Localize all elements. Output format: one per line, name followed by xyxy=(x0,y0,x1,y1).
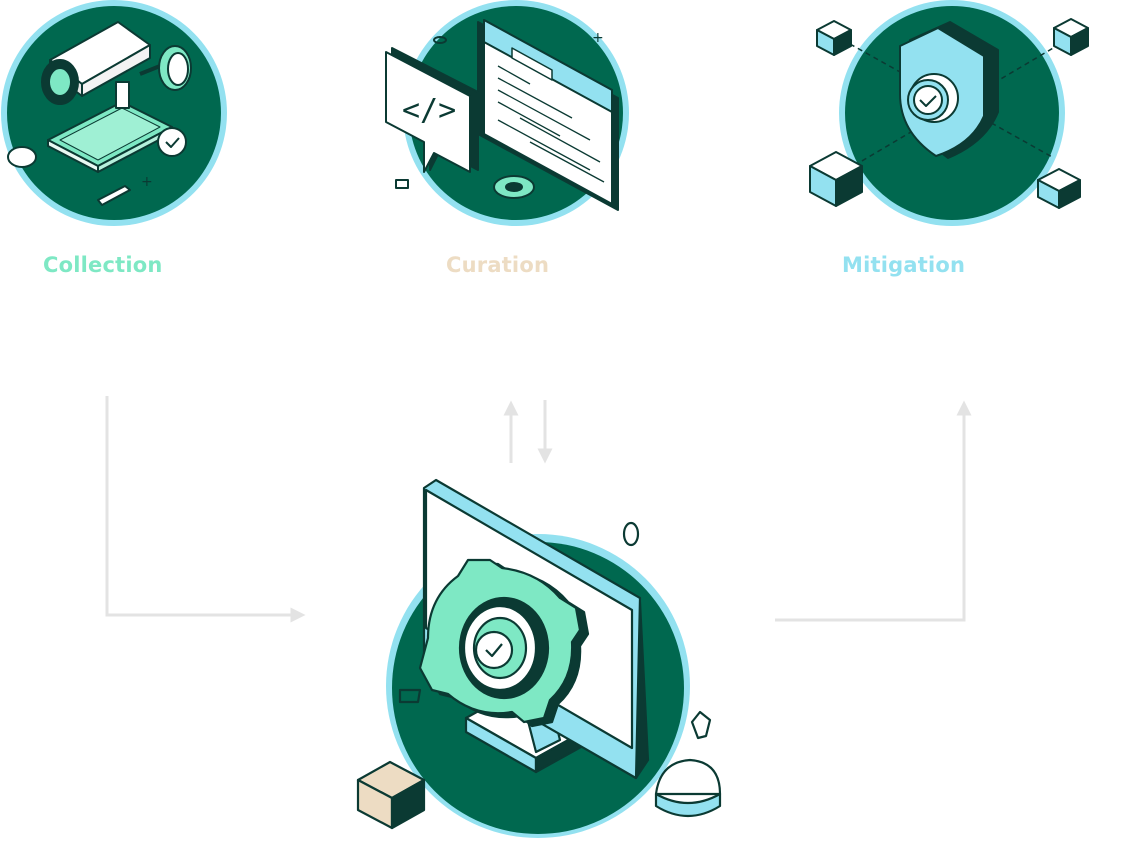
svg-text:+: + xyxy=(141,174,153,190)
security-camera-icon xyxy=(41,21,192,173)
cube-top-right xyxy=(1053,18,1089,56)
svg-text:+: + xyxy=(592,30,604,46)
hub-illustration xyxy=(356,478,722,838)
mitigation-illustration xyxy=(809,0,1089,226)
dome-shape xyxy=(654,758,722,817)
cube-bottom-left xyxy=(809,151,863,207)
hub-to-mitigation-arrow xyxy=(775,400,972,622)
collection-illustration: + xyxy=(1,0,227,226)
shield-check-icon xyxy=(899,21,999,159)
stage-label-curation: Curation xyxy=(446,253,550,277)
stage-label-collection: Collection xyxy=(43,253,163,277)
cube-top-left xyxy=(816,20,852,56)
curation-illustration: </> + xyxy=(385,0,629,226)
code-browser-icon: </> xyxy=(385,19,619,211)
cube-bottom-right xyxy=(1037,168,1081,209)
svg-text:</>: </> xyxy=(402,93,456,128)
monitor-gear-icon xyxy=(418,478,650,780)
connectors xyxy=(105,396,972,623)
collection-to-hub-arrow xyxy=(105,396,306,623)
stage-label-mitigation: Mitigation xyxy=(842,253,966,277)
beige-cube xyxy=(356,760,426,830)
